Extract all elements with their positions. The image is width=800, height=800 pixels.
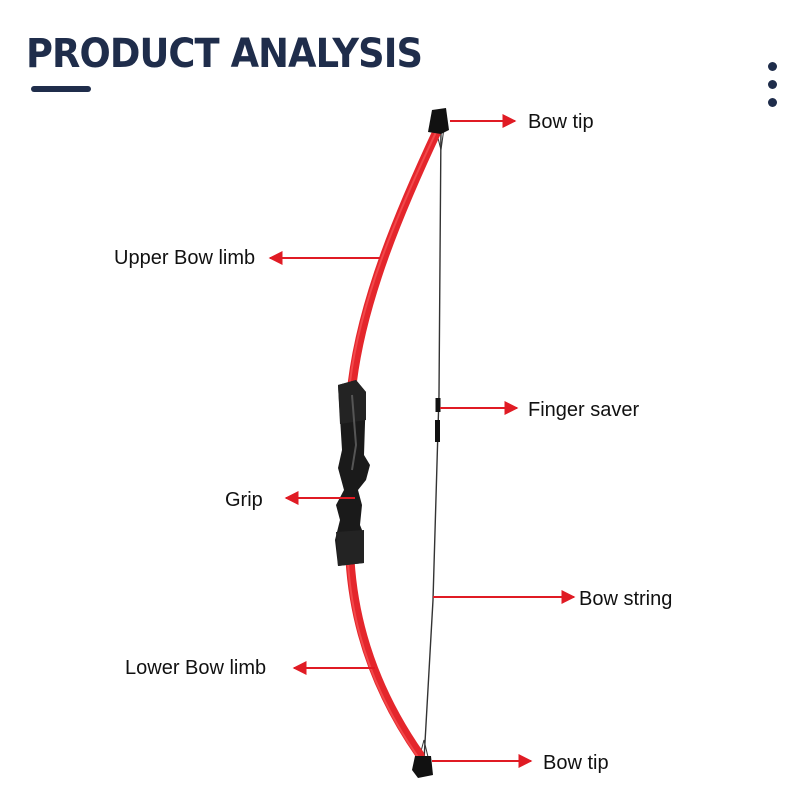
bow-tip-bottom	[412, 756, 433, 778]
lower-limb-highlight	[347, 562, 419, 758]
bow-tip-top	[428, 108, 449, 134]
page-title: PRODUCT ANALYSIS	[26, 31, 423, 77]
vertical-dots-icon	[768, 62, 777, 71]
label-finger-saver: Finger saver	[528, 399, 640, 421]
label-bow-string: Bow string	[579, 588, 673, 610]
finger-saver	[435, 420, 440, 442]
label-grip: Grip	[225, 489, 263, 511]
grip-shine	[351, 394, 358, 471]
grip-lower-block	[336, 530, 364, 566]
bow-string	[423, 124, 442, 761]
finger-saver	[435, 398, 441, 412]
label-bow-tip-bottom: Bow tip	[543, 752, 609, 774]
label-bow-tip-top: Bow tip	[528, 111, 594, 133]
vertical-dots-icon	[768, 98, 777, 107]
upper-limb-highlight	[349, 127, 439, 383]
label-lower-bow-limb: Lower Bow limb	[125, 657, 267, 679]
bow-grip	[335, 380, 370, 566]
title-underline	[31, 86, 91, 92]
more-options-menu[interactable]	[764, 62, 782, 114]
vertical-dots-icon	[768, 80, 777, 89]
label-upper-bow-limb: Upper Bow limb	[114, 247, 256, 269]
upper-bow-limb	[347, 120, 445, 390]
lower-bow-limb	[345, 555, 425, 760]
